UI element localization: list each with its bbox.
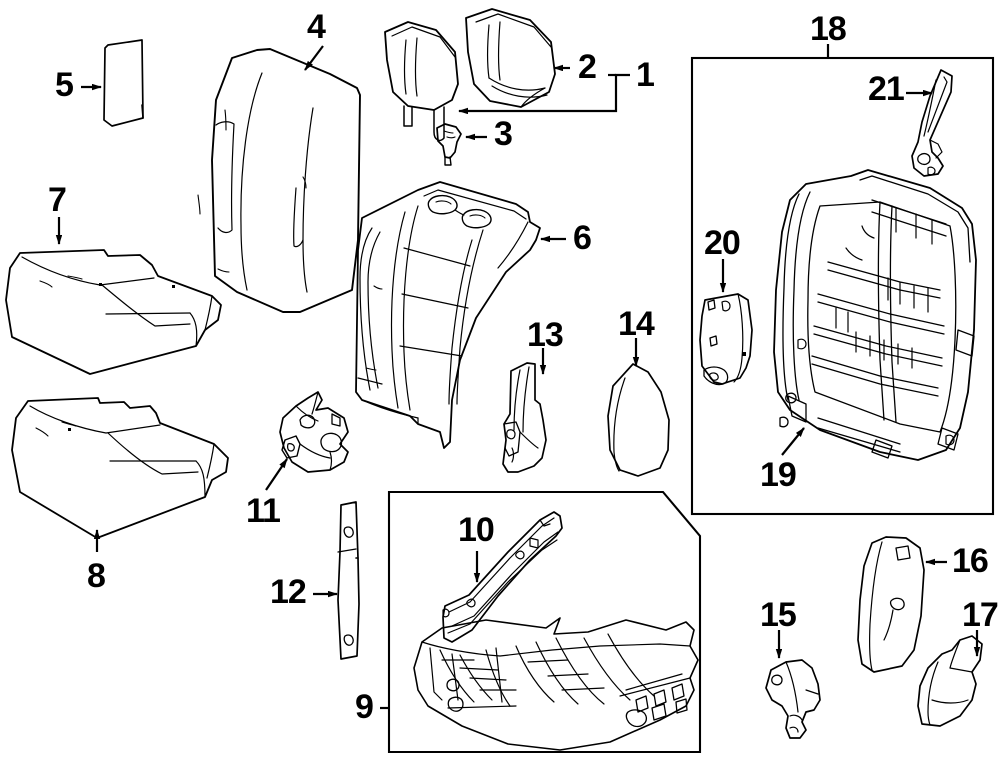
part-16-seat-side-cover-outer (857, 536, 925, 673)
callout-2: 2 (578, 48, 597, 86)
part-20-recliner-side-bracket (699, 293, 753, 386)
part-6-seat-back-trim-panel (355, 181, 541, 449)
callout-18: 18 (810, 10, 847, 48)
callout-7: 7 (48, 181, 67, 219)
part-7-seat-cushion-pad-upper (5, 249, 222, 375)
part-13-side-shield-bracket (502, 362, 547, 473)
part-11-recliner-mechanism (279, 391, 349, 473)
callout-3: 3 (494, 115, 513, 153)
part-2-headrest-guide-sleeve (465, 8, 556, 108)
callout-13: 13 (527, 316, 564, 354)
part-21-recliner-release-lever (911, 69, 953, 177)
callout-21: 21 (868, 70, 905, 108)
group-box-9 (387, 490, 702, 754)
callout-1: 1 (636, 56, 655, 94)
callout-16: 16 (952, 542, 989, 580)
callout-12: 12 (270, 573, 307, 611)
part-10-seat-track-rail (442, 511, 563, 643)
leader-lines (55, 44, 981, 710)
part-17-hinge-cover-cap (917, 635, 983, 727)
leader-11 (265, 458, 288, 491)
callout-5: 5 (55, 66, 74, 104)
callout-8: 8 (87, 557, 106, 595)
callout-9: 9 (355, 688, 374, 726)
callout-17: 17 (962, 596, 999, 634)
part-9-seat-cushion-frame (413, 617, 699, 751)
callout-10: 10 (458, 511, 495, 549)
leader-4 (304, 45, 324, 71)
part-12-seat-link-plate (337, 501, 360, 660)
leader-1 (458, 73, 630, 115)
callout-20: 20 (704, 224, 741, 262)
callout-11: 11 (246, 492, 281, 530)
part-3-headrest-lock-clip (436, 123, 462, 166)
callout-15: 15 (760, 596, 797, 634)
leader-19 (781, 427, 805, 456)
callout-6: 6 (573, 219, 592, 257)
part-5-seat-back-panel-board (103, 39, 144, 127)
callout-4: 4 (307, 8, 326, 46)
callout-14: 14 (618, 305, 655, 343)
part-1-headrest-assembly (384, 21, 459, 142)
group-box-18 (690, 56, 995, 516)
part-8-seat-cushion-cover (11, 397, 229, 539)
part-14-side-trim-cover (607, 363, 670, 477)
group-boxes (387, 56, 995, 754)
part-15-seat-mounting-bracket (765, 659, 821, 739)
part-19-seat-back-frame-panel (773, 169, 977, 461)
part-4-seat-back-cover (197, 48, 361, 313)
callout-19: 19 (760, 456, 797, 494)
